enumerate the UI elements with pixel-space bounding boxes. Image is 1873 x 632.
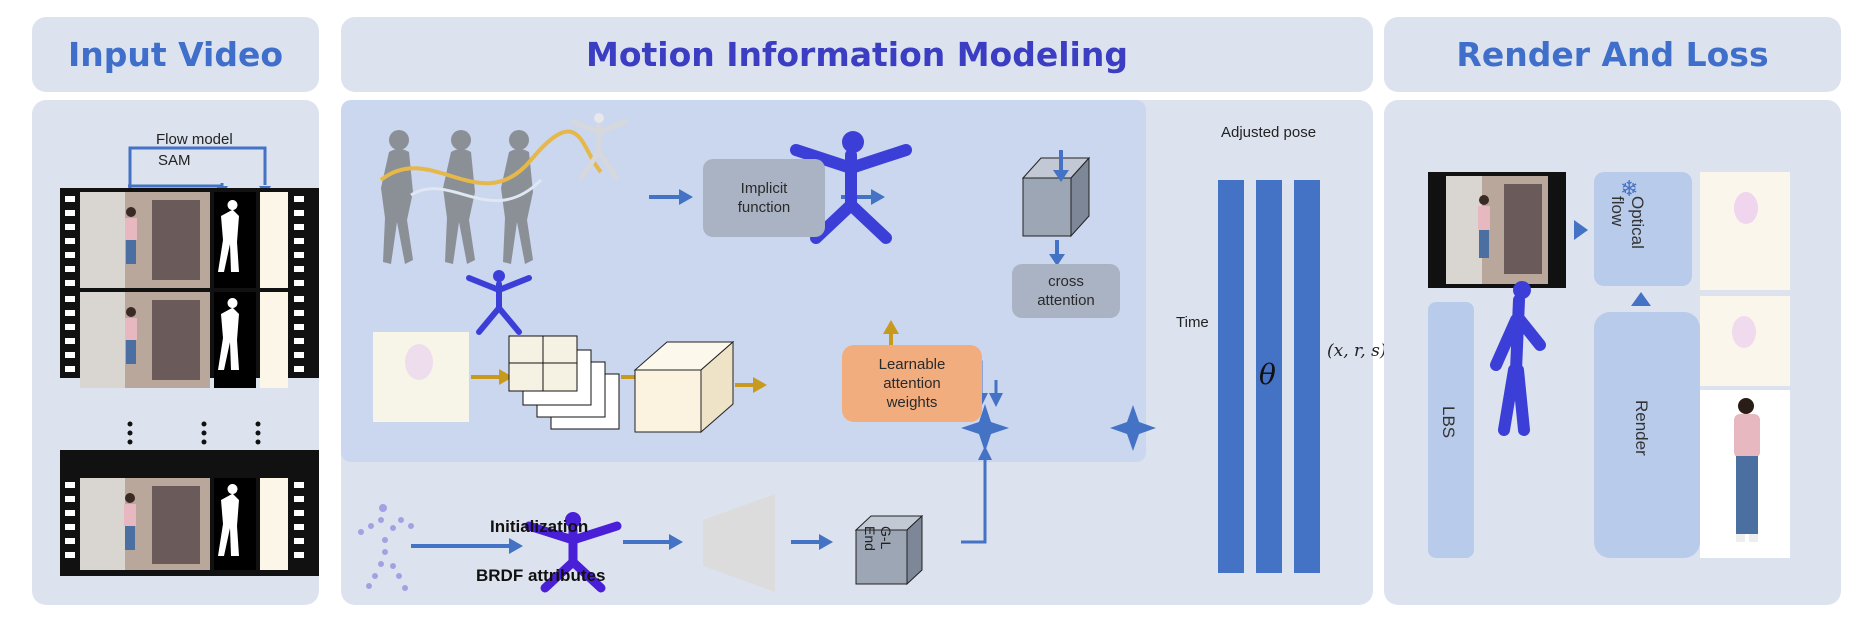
label-params: (x, r, s) [1327, 341, 1387, 361]
feature-cube-cream [633, 340, 735, 434]
label-adjusted-pose: Adjusted pose [1221, 124, 1317, 141]
header-render-loss: Render And Loss [1384, 17, 1841, 92]
label-gl-end: G-L End [862, 526, 894, 551]
label-sam: SAM [158, 152, 191, 169]
dense-point-cloud [524, 521, 622, 593]
point-cloud-small [466, 275, 532, 335]
tpose-mannequin [570, 119, 628, 181]
header-motion-modeling: Motion Information Modeling [341, 17, 1373, 92]
output-plus-icon [1110, 405, 1156, 451]
theta-bar-2 [1256, 180, 1282, 573]
label-lbs: LBS [1439, 406, 1458, 439]
label-time: Time [1176, 314, 1209, 331]
feature-cube-grey-top [1021, 156, 1091, 238]
header-input-video: Input Video [32, 17, 319, 92]
patch-grids [508, 335, 620, 430]
input-video-figure [60, 146, 319, 576]
render-figure: ❄ [1428, 172, 1790, 558]
theta-bar-1 [1218, 180, 1244, 573]
label-flow-model: Flow model [156, 131, 233, 148]
mannequin-sequence [381, 130, 533, 264]
label-theta: θ [1259, 358, 1276, 391]
label-brdf: BRDF attributes [476, 566, 606, 585]
video-frames [60, 188, 319, 576]
deformed-points [1490, 294, 1546, 436]
cross-attention-box: cross attention [1012, 264, 1120, 318]
gl-end-block [703, 494, 775, 592]
fusion-plus-icon [961, 404, 1009, 452]
feature-cube-grey-bottom [854, 514, 924, 586]
implicit-function-box: Implicit function [703, 159, 825, 237]
label-render: Render [1632, 400, 1651, 456]
learnable-weights-box: Learnable attention weights [842, 345, 982, 422]
theta-bar-3 [1294, 180, 1320, 573]
sparse-point-cloud [358, 504, 414, 591]
label-initialization: Initialization [490, 517, 589, 536]
svg-text:❄: ❄ [1620, 176, 1638, 201]
label-optical-flow: Optical flow [1608, 196, 1647, 249]
